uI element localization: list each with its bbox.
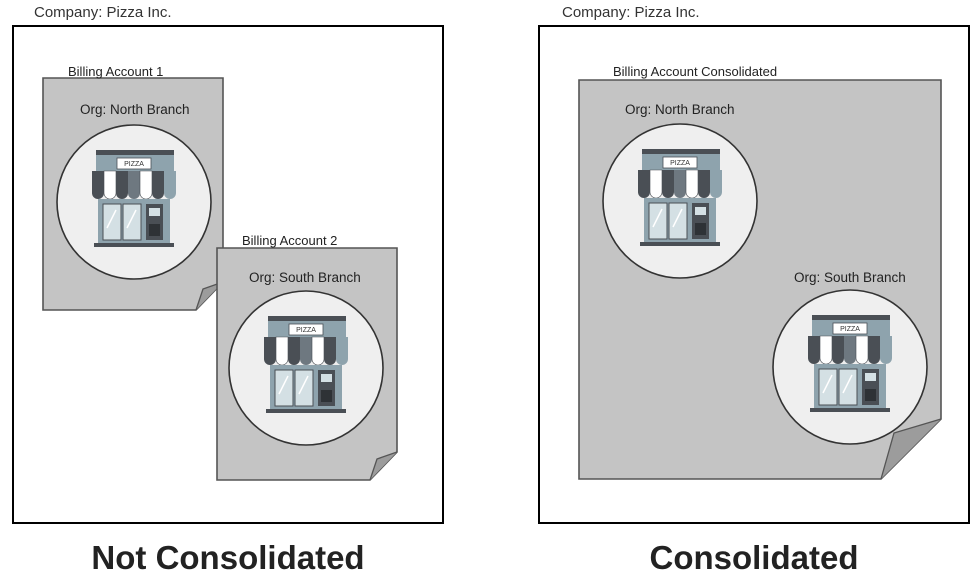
store-sign-text: PIZZA xyxy=(124,161,144,168)
south-branch-org-label: Org: South Branch xyxy=(249,270,361,285)
store-sign-text: PIZZA xyxy=(670,160,690,167)
store-sign-text: PIZZA xyxy=(296,327,316,334)
consolidated-caption: Consolidated xyxy=(649,539,859,576)
consolidated-south-branch-store-icon: PIZZA xyxy=(772,289,928,445)
consolidated-south-branch-org-label: Org: South Branch xyxy=(794,270,906,285)
north-branch-store-icon: PIZZA xyxy=(56,124,212,280)
billing-account-2-label: Billing Account 2 xyxy=(242,233,338,248)
billing-account-1-label: Billing Account 1 xyxy=(68,64,164,79)
left-company-label: Company: Pizza Inc. xyxy=(34,4,172,21)
consolidated-north-branch-store-icon: PIZZA xyxy=(602,123,758,279)
north-branch-org-label: Org: North Branch xyxy=(80,102,190,117)
not-consolidated-caption: Not Consolidated xyxy=(91,539,365,576)
consolidated-north-branch-org-label: Org: North Branch xyxy=(625,102,735,117)
store-sign-text: PIZZA xyxy=(840,326,860,333)
right-company-label: Company: Pizza Inc. xyxy=(562,4,700,21)
south-branch-store-icon: PIZZA xyxy=(228,290,384,446)
billing-account-consolidated-label: Billing Account Consolidated xyxy=(613,64,778,79)
